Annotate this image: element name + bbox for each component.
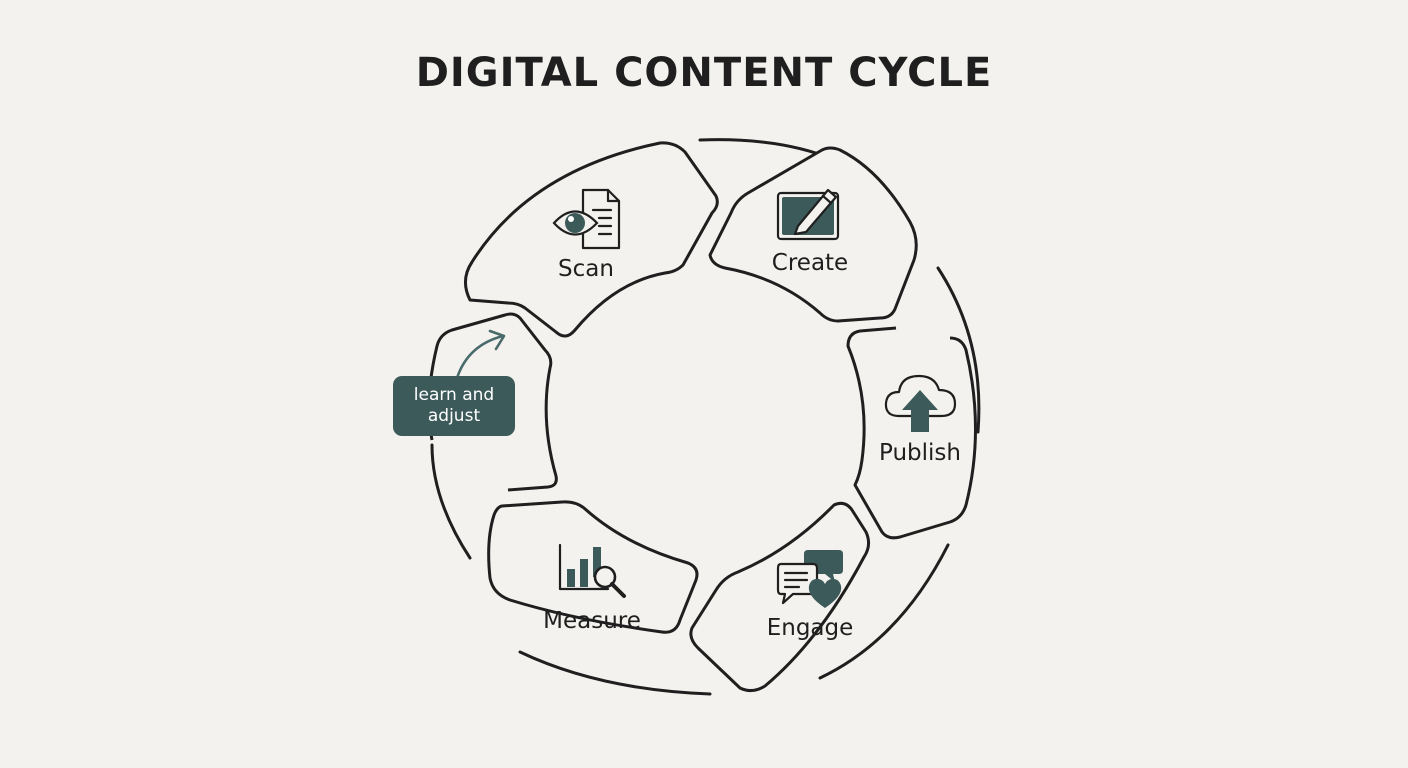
learn-adjust-arrow [455, 329, 506, 380]
step-label-create: Create [772, 250, 848, 276]
outer-arc-measure-learn [430, 443, 472, 560]
segment-scan [464, 141, 719, 338]
step-label-measure: Measure [543, 608, 641, 634]
cloud-upload-icon [884, 374, 957, 432]
step-label-scan: Scan [558, 256, 614, 282]
segment-measure [487, 500, 699, 634]
outer-arc-publish-engage [818, 543, 950, 680]
segment-engage [689, 501, 871, 693]
pencil-tablet-icon [776, 188, 840, 241]
chart-magnifier-icon [558, 543, 626, 598]
outer-arc-engage-measure [518, 650, 712, 696]
learn-adjust-badge: learn and adjust [393, 376, 515, 436]
eye-document-icon [552, 188, 621, 250]
step-label-engage: Engage [767, 615, 854, 641]
diagram-title: DIGITAL CONTENT CYCLE [415, 50, 993, 96]
outer-arc-create-publish [936, 266, 981, 434]
segment-publish [846, 326, 977, 540]
chat-heart-icon [776, 550, 843, 608]
step-label-publish: Publish [879, 440, 961, 466]
